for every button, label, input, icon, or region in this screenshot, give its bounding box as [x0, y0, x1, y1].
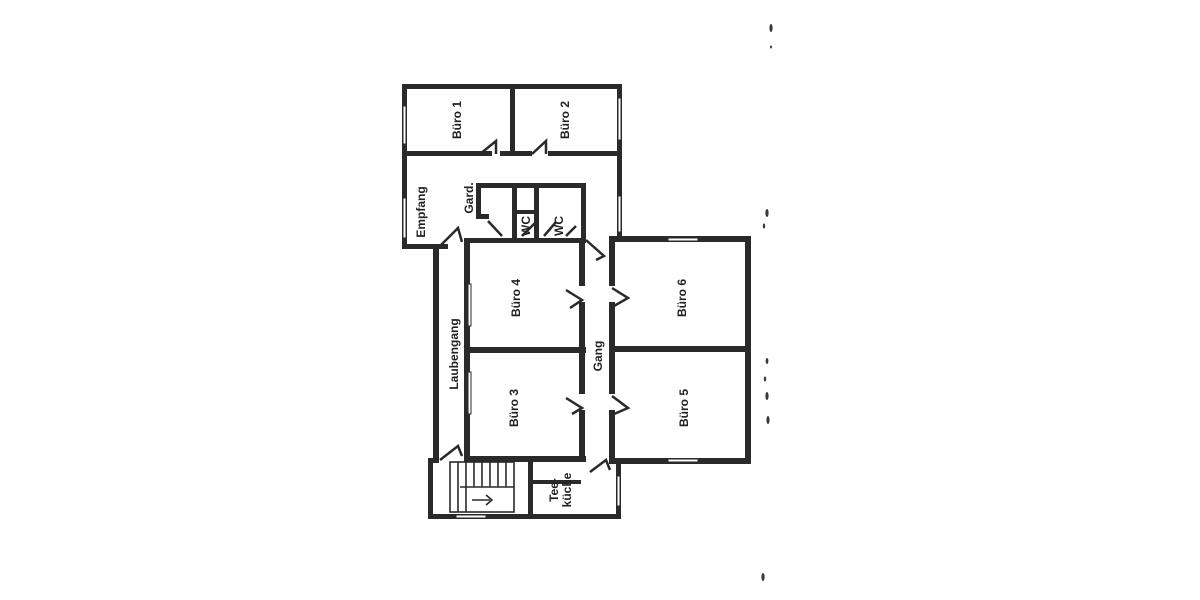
- label-laubengang: Laubengang: [447, 318, 461, 389]
- label-buero-1: Büro 1: [450, 101, 464, 139]
- label-empfang: Empfang: [414, 186, 428, 237]
- room-labels: Büro 1 Büro 2 Empfang Gard. WC WC Büro 4…: [414, 101, 691, 508]
- label-buero-3: Büro 3: [507, 389, 521, 427]
- label-buero-5: Büro 5: [677, 389, 691, 427]
- scan-specks: [761, 24, 773, 581]
- windows: [402, 97, 699, 519]
- label-buero-4: Büro 4: [509, 279, 523, 317]
- label-gang: Gang: [591, 341, 605, 372]
- label-teekueche-line2: küche: [560, 472, 574, 507]
- label-wc-2: WC: [552, 216, 566, 236]
- walls: [402, 84, 751, 519]
- label-buero-2: Büro 2: [558, 101, 572, 139]
- label-garderobe: Gard.: [462, 182, 476, 213]
- staircase: [449, 461, 515, 513]
- label-teekueche-line1: Tee-: [547, 478, 561, 502]
- label-buero-6: Büro 6: [675, 279, 689, 317]
- label-wc-1: WC: [519, 216, 533, 236]
- doors: [439, 138, 631, 473]
